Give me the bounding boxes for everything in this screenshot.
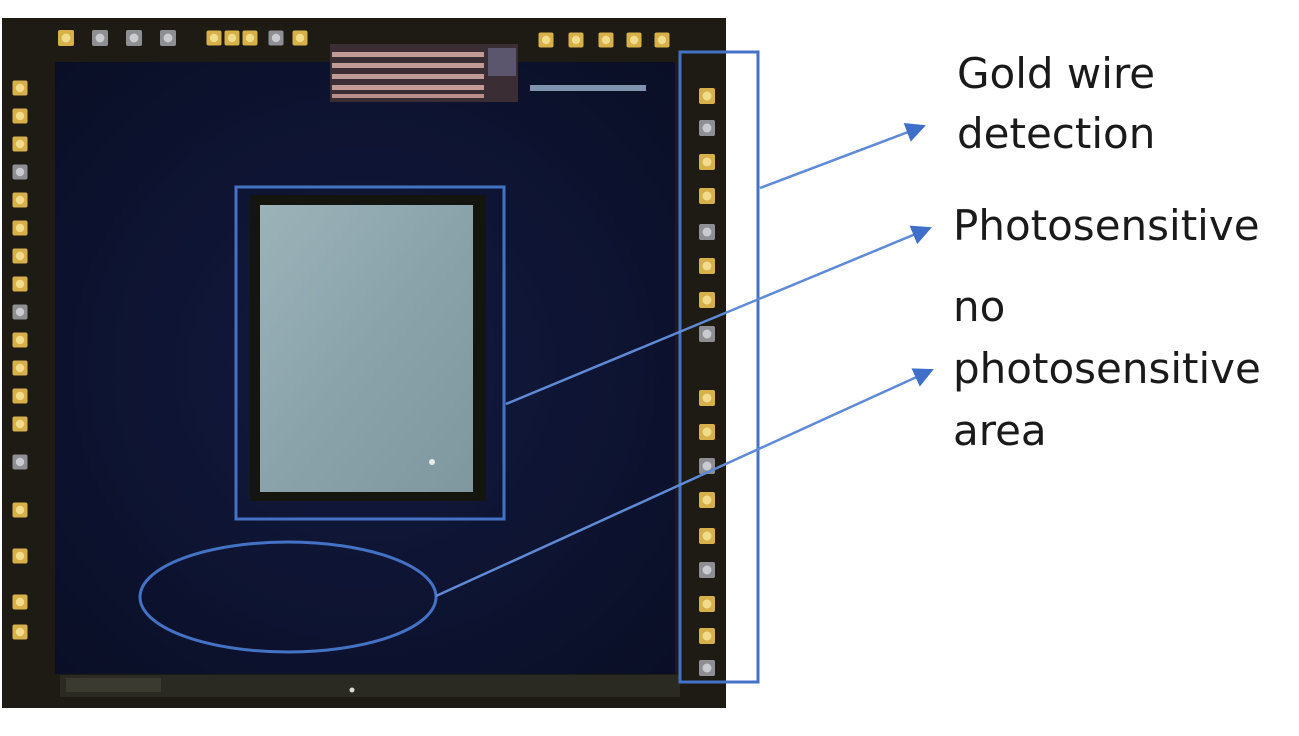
bonding-pad: [12, 80, 28, 96]
bonding-pad: [699, 188, 715, 204]
bonding-pad: [12, 388, 28, 404]
no-photosensitive-leader-arrow: [435, 368, 934, 598]
bonding-pad: [58, 30, 74, 46]
chip-bottom-strip-highlight: [66, 678, 161, 692]
photosensitive-label: Photosensitive: [953, 196, 1260, 256]
bonding-pad: [92, 30, 108, 46]
bonding-pad: [12, 360, 28, 376]
bonding-pad: [12, 192, 28, 208]
top-thin-line: [530, 85, 646, 91]
bonding-pad: [12, 220, 28, 236]
no-photosensitive-highlight-ellipse: [138, 540, 438, 654]
gold-wire-highlight-box: [678, 50, 760, 684]
bonding-pad: [699, 492, 715, 508]
bonding-pad: [12, 332, 28, 348]
top-circuit-stripes: [332, 52, 484, 98]
bonding-pad: [12, 276, 28, 292]
bonding-pad: [12, 248, 28, 264]
label-line: Gold wire: [957, 49, 1156, 98]
bonding-pad: [160, 30, 176, 46]
gold-wire-detection-label: Gold wire detection: [957, 44, 1155, 164]
label-line: no: [953, 282, 1006, 331]
bonding-pad: [699, 562, 715, 578]
bonding-pad: [126, 30, 142, 46]
bonding-pad: [268, 30, 284, 46]
gold-wire-leader-arrow: [759, 123, 926, 190]
label-line: area: [953, 406, 1047, 455]
bonding-pad: [699, 120, 715, 136]
bonding-pad: [12, 108, 28, 124]
bonding-pad: [699, 390, 715, 406]
left-bonding-pads: [12, 80, 28, 640]
bonding-pad: [699, 88, 715, 104]
bonding-pad: [12, 454, 28, 470]
bonding-pad: [12, 136, 28, 152]
photosensitive-highlight-box: [234, 185, 506, 521]
bonding-pad: [699, 424, 715, 440]
photosensitive-sensor-area: [260, 205, 473, 492]
bonding-pad: [12, 502, 28, 518]
bonding-pad: [206, 30, 222, 46]
bonding-pad: [538, 32, 554, 48]
bonding-pad: [12, 164, 28, 180]
right-bonding-pads: [699, 88, 715, 676]
bonding-pad: [598, 32, 614, 48]
no-photosensitive-area-label: no photosensitive area: [953, 276, 1261, 462]
top-circuit-accent: [488, 48, 516, 76]
top-bonding-pads: [58, 30, 670, 48]
bonding-pad: [699, 326, 715, 342]
bonding-pad: [12, 304, 28, 320]
bonding-pad: [12, 624, 28, 640]
bonding-pad: [568, 32, 584, 48]
die-speck: [349, 687, 355, 693]
chip-bottom-strip: [60, 675, 680, 697]
label-line: Photosensitive: [953, 201, 1260, 250]
bonding-pad: [654, 32, 670, 48]
bonding-pad: [699, 258, 715, 274]
bonding-pad: [626, 32, 642, 48]
bonding-pad: [12, 416, 28, 432]
label-line: photosensitive: [953, 344, 1261, 393]
bonding-pad: [699, 628, 715, 644]
bonding-pad: [242, 30, 258, 46]
bonding-pad: [699, 224, 715, 240]
bonding-pad: [224, 30, 240, 46]
bonding-pad: [699, 596, 715, 612]
bonding-pad: [292, 30, 308, 46]
bonding-pad: [699, 292, 715, 308]
bonding-pad: [12, 594, 28, 610]
bonding-pad: [12, 548, 28, 564]
bonding-pad: [699, 528, 715, 544]
bonding-pad: [699, 154, 715, 170]
label-line: detection: [957, 109, 1156, 158]
sensor-speck: [429, 459, 435, 465]
bonding-pad: [699, 660, 715, 676]
photosensitive-leader-arrow: [505, 225, 932, 406]
